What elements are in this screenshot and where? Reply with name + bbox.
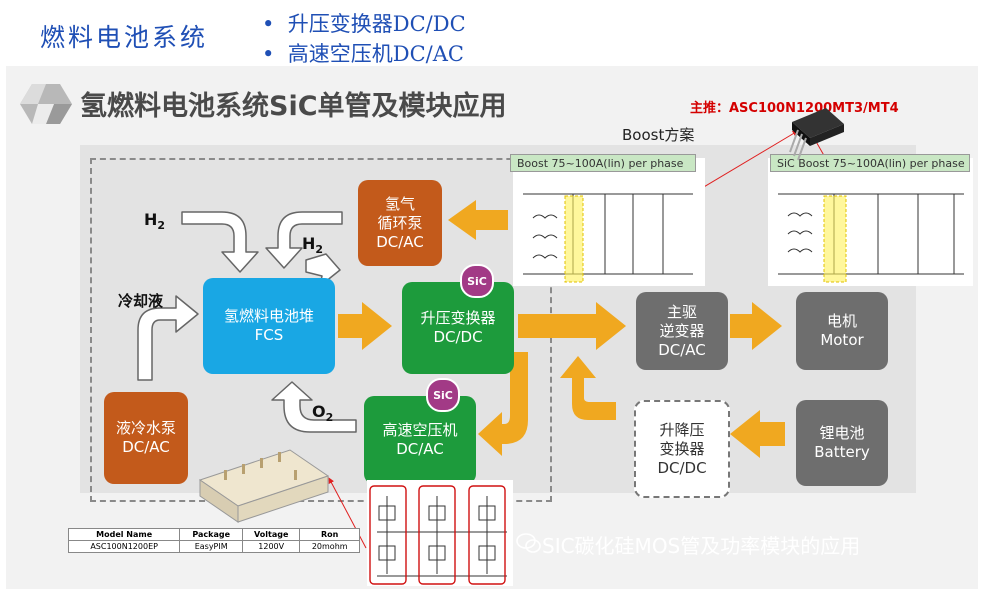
h2-inlet-text: H [144, 210, 158, 229]
boost-circuit-1 [513, 158, 705, 286]
header-ron: Ron [299, 528, 360, 541]
watermark-area [516, 528, 976, 562]
o2-label: O2 [312, 402, 333, 424]
handwritten-bullet-2: • 高速空压机DC/AC [262, 42, 464, 66]
cell-model: ASC100N1200EP [67, 540, 181, 553]
boost-circuit-2 [768, 158, 973, 286]
cell-voltage: 1200V [242, 540, 301, 553]
motor-box: 电机 Motor [796, 292, 888, 370]
sic-badge-boost: SiC [460, 264, 494, 298]
slide-title: 氢燃料电池系统SiC单管及模块应用 [80, 91, 507, 122]
phase-label-2: SiC Boost 75~100A(lin) per phase [770, 154, 970, 172]
cell-package: EasyPIM [179, 540, 244, 553]
spec-table: Model Name Package Voltage Ron ASC100N12… [67, 528, 360, 553]
h2-inlet-subscript: 2 [157, 219, 166, 233]
watermark-text: SIC碳化硅MOS管及功率模块的应用 [542, 534, 861, 558]
fuel-cell-stack-box: 氢燃料电池堆 FCS [203, 278, 335, 374]
module-schematic-drawing [369, 485, 507, 585]
h2-circulation-pump-box: 氢气 循环泵 DC/AC [358, 180, 442, 266]
buck-boost-converter-box: 升降压 变换器 DC/DC [634, 400, 730, 498]
module-schematic [367, 480, 513, 586]
handwritten-title: 燃料电池系统 [40, 23, 209, 52]
wechat-icon [516, 533, 541, 553]
bullet-1-text: 升压变换器DC/DC [287, 12, 466, 36]
boost-scheme-label: Boost方案 [622, 126, 695, 144]
circuit-2-schematic [778, 193, 964, 283]
o2-text: O [312, 402, 326, 421]
cell-ron: 20mohm [299, 540, 360, 553]
main-inverter-box: 主驱 逆变器 DC/AC [636, 292, 728, 370]
h2-return-label: H2 [302, 234, 323, 256]
table-row: ASC100N1200EP EasyPIM 1200V 20mohm [67, 540, 360, 553]
main-push-label: 主推：ASC100N1200MT3/MT4 [690, 101, 899, 116]
h2-return-subscript: 2 [315, 243, 324, 257]
h2-inlet-label: H2 [144, 210, 165, 232]
power-flow-arrows [338, 200, 785, 458]
spec-table-header: Model Name Package Voltage Ron [67, 528, 360, 541]
easypim-module-icon [198, 449, 330, 523]
company-logo-icon [20, 84, 72, 124]
to247-package-icon [789, 108, 844, 161]
outline-arrows [137, 211, 357, 433]
lithium-battery-box: 锂电池 Battery [796, 400, 888, 486]
header-model: Model Name [67, 528, 181, 541]
sic-badge-compressor: SiC [426, 378, 460, 412]
phase-label-1: Boost 75~100A(lin) per phase [510, 154, 696, 172]
header-package: Package [179, 528, 244, 541]
coolant-label: 冷却液 [118, 292, 164, 310]
boost-converter-box: 升压变换器 DC/DC [402, 282, 514, 374]
header-voltage: Voltage [242, 528, 301, 541]
h2-return-text: H [302, 234, 316, 253]
bullet-2-text: 高速空压机DC/AC [287, 42, 464, 66]
high-speed-compressor-box: 高速空压机 DC/AC [364, 396, 476, 484]
o2-subscript: 2 [325, 411, 334, 425]
circuit-1-schematic [523, 193, 693, 283]
coolant-pump-box: 液冷水泵 DC/AC [104, 392, 188, 484]
handwritten-bullet-1: • 升压变换器DC/DC [262, 12, 466, 36]
